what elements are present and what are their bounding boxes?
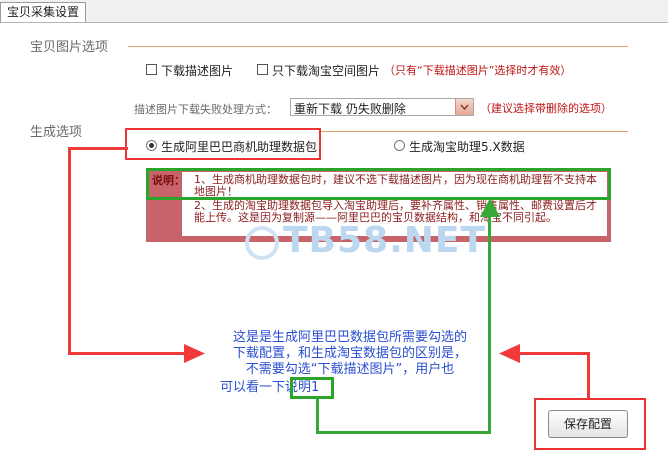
note-highlight <box>146 168 611 200</box>
alibaba-radio-label: 生成阿里巴巴商机助理数据包 <box>161 140 318 154</box>
taobao-radio-label: 生成淘宝助理5.X数据 <box>409 140 525 154</box>
section-title-image-options: 宝贝图片选项 <box>30 40 109 55</box>
section-divider <box>128 46 628 47</box>
taobao-space-only-checkbox[interactable] <box>257 64 268 75</box>
section-title-generate-options: 生成选项 <box>30 125 83 140</box>
annotation-line <box>518 352 590 355</box>
arrow-left-icon <box>499 344 520 363</box>
note-item-1: 1、生成商机助理数据包时，建议不选下载描述图片，因为现在商机助理暂不支持本地图片… <box>194 173 597 198</box>
annotation-line-4-prefix: 可以看一下 <box>220 380 286 395</box>
annotation-line-2: 下载配置，和生成淘宝数据包的区别是， <box>232 346 467 361</box>
watermark-logo-icon <box>245 226 279 260</box>
connector-line <box>316 431 491 434</box>
connector-line <box>488 212 491 434</box>
section-divider <box>320 131 628 132</box>
annotation-line <box>587 352 590 398</box>
save-button-highlight <box>534 398 646 450</box>
failure-handling-label: 描述图片下载失败处理方式： <box>134 103 277 116</box>
annotation-line-4: 可以看一下说明1 <box>220 380 319 396</box>
failure-handling-select[interactable]: 重新下载 仍失败删除 <box>290 98 474 116</box>
taobao-space-hint: （只有“下载描述图片”选择时才有效） <box>384 64 572 77</box>
save-config-button[interactable]: 保存配置 <box>548 410 628 438</box>
watermark-text: TB58.NET <box>283 220 487 261</box>
alibaba-radio[interactable] <box>146 140 157 151</box>
annotation-line-1: 这是是生成阿里巴巴数据包所需要勾选的 <box>232 330 467 345</box>
arrow-right-icon <box>184 344 205 363</box>
note-inner <box>182 172 607 236</box>
tab-collect-settings[interactable]: 宝贝采集设置 <box>0 2 87 22</box>
download-desc-checkbox[interactable] <box>146 64 157 75</box>
annotation-text: 这是是生成阿里巴巴数据包所需要勾选的 下载配置，和生成淘宝数据包的区别是， 不需… <box>200 330 500 378</box>
arrow-up-icon <box>480 198 500 217</box>
annotation-line <box>68 147 128 150</box>
taobao-radio[interactable] <box>394 140 405 151</box>
failure-handling-hint: （建议选择带删除的选项） <box>480 102 612 115</box>
annotation-line <box>68 352 188 355</box>
alibaba-option-highlight <box>125 128 321 160</box>
connector-line <box>316 399 319 434</box>
note-item-2: 2、生成的淘宝助理数据包导入淘宝助理后，要补齐属性、销售属性、邮费设置后才能上传… <box>194 199 597 224</box>
chevron-down-icon[interactable] <box>455 99 473 115</box>
annotation-line <box>68 147 71 355</box>
taobao-space-only-label: 只下载淘宝空间图片 <box>272 64 381 78</box>
annotation-note-reference: 说明1 <box>285 380 320 395</box>
download-desc-label: 下载描述图片 <box>161 64 234 78</box>
tab-strip <box>0 0 668 23</box>
annotation-line-3: 不需要勾选“下载描述图片”，用户也 <box>245 362 455 377</box>
note-prefix: 说明： <box>152 174 185 187</box>
failure-handling-value: 重新下载 仍失败删除 <box>294 102 406 116</box>
note-reference-highlight <box>290 377 334 399</box>
note-box: 说明： 1、生成商机助理数据包时，建议不选下载描述图片，因为现在商机助理暂不支持… <box>146 168 611 242</box>
